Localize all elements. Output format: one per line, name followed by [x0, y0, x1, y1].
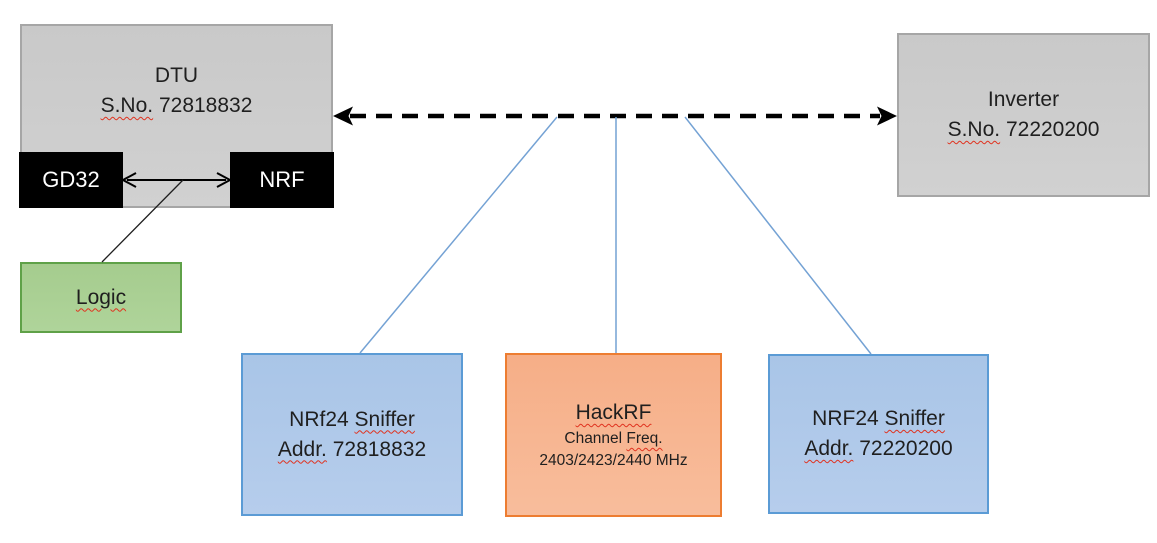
sniffer-right-line1: NRF24 Sniffer	[812, 404, 945, 434]
nrf-label: NRF	[259, 167, 305, 192]
sniffer-right-word: Sniffer	[884, 407, 945, 430]
hackrf-frequencies: 2403/2423/2440 MHz	[539, 452, 688, 469]
sniffer-left-box: NRf24 Sniffer Addr. 72818832	[241, 353, 463, 516]
sniffer-right-line2: Addr. 72220200	[804, 434, 952, 464]
hackrf-channel-word: Channel	[564, 430, 627, 447]
hackrf-channel-line: Channel Freq.	[564, 428, 662, 450]
inverter-title: Inverter	[987, 88, 1060, 111]
sniffer-right-addr-label: Addr.	[804, 437, 854, 460]
dashed-arrowhead-left	[333, 106, 353, 126]
nrf-box: NRF	[230, 152, 334, 208]
logic-box: Logic	[20, 262, 182, 333]
hackrf-freq-word: Freq.	[626, 430, 663, 447]
dtu-title: DTU	[154, 64, 199, 87]
sniffer-left-line2: Addr. 72818832	[278, 435, 426, 465]
sniffer-left-addr-label: Addr.	[277, 437, 327, 461]
hackrf-box: HackRF Channel Freq. 2403/2423/2440 MHz	[505, 353, 722, 517]
dtu-text-block: DTU S.No. 72818832	[22, 26, 331, 156]
logic-label: Logic	[75, 285, 127, 309]
sniffer-right-box: NRF24 Sniffer Addr. 72220200	[768, 354, 989, 514]
inverter-serial-label: S.No.	[947, 118, 1001, 141]
hackrf-title: HackRF	[575, 401, 652, 424]
dtu-serial-label: S.No.	[100, 94, 154, 117]
sniffer-left-addr-number: 72818832	[326, 437, 427, 461]
sniffer-left-model: NRf24	[289, 407, 355, 431]
sniffer-left-word: Sniffer	[354, 407, 415, 431]
inverter-serial: S.No. 72220200	[948, 115, 1100, 145]
tap-line-sniffer-right	[684, 116, 872, 355]
sniffer-left-line1: NRf24 Sniffer	[289, 405, 415, 435]
dtu-serial-number: 72818832	[153, 94, 253, 117]
gd32-label: GD32	[42, 167, 100, 192]
sniffer-right-addr-number: 72220200	[853, 437, 953, 460]
tap-line-sniffer-left	[359, 116, 558, 354]
dashed-arrowhead-right	[877, 106, 897, 126]
gd32-box: GD32	[19, 152, 123, 208]
inverter-box: Inverter S.No. 72220200	[897, 33, 1150, 197]
inverter-serial-number: 72220200	[1000, 118, 1100, 141]
dtu-serial: S.No. 72818832	[101, 91, 253, 121]
sniffer-right-model: NRF24	[812, 407, 885, 430]
